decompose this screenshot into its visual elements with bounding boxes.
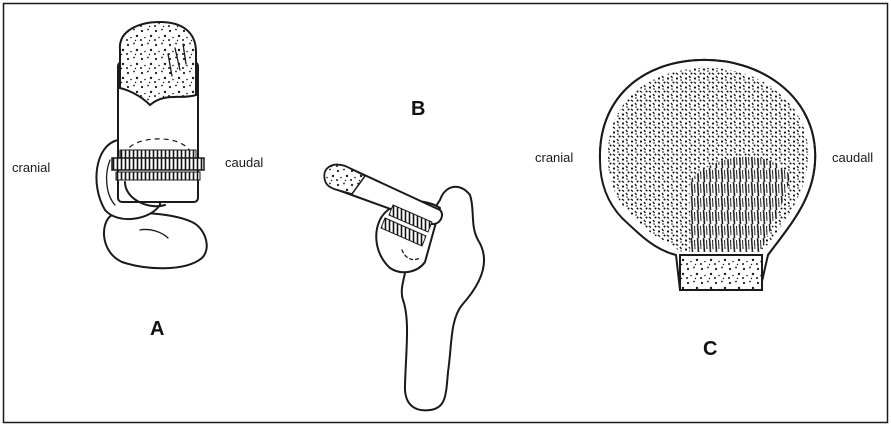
panel-b-illustration xyxy=(324,165,484,411)
panel-a-bone-base xyxy=(104,213,207,268)
panel-a-illustration xyxy=(96,22,206,268)
panel-a-letter: A xyxy=(150,318,164,340)
panel-c-illustration xyxy=(600,60,815,290)
panel-b-letter: B xyxy=(411,98,425,120)
panel-c-letter: C xyxy=(703,338,717,360)
panel-a-thread-band xyxy=(112,158,204,170)
panel-c-left-label: cranial xyxy=(535,150,573,165)
panel-a-left-label: cranial xyxy=(12,160,50,175)
panel-c-right-label: caudall xyxy=(832,150,873,165)
panel-a-right-label: caudal xyxy=(225,155,263,170)
panel-a-graft-top xyxy=(120,22,196,105)
panel-c-base-block xyxy=(680,255,762,290)
